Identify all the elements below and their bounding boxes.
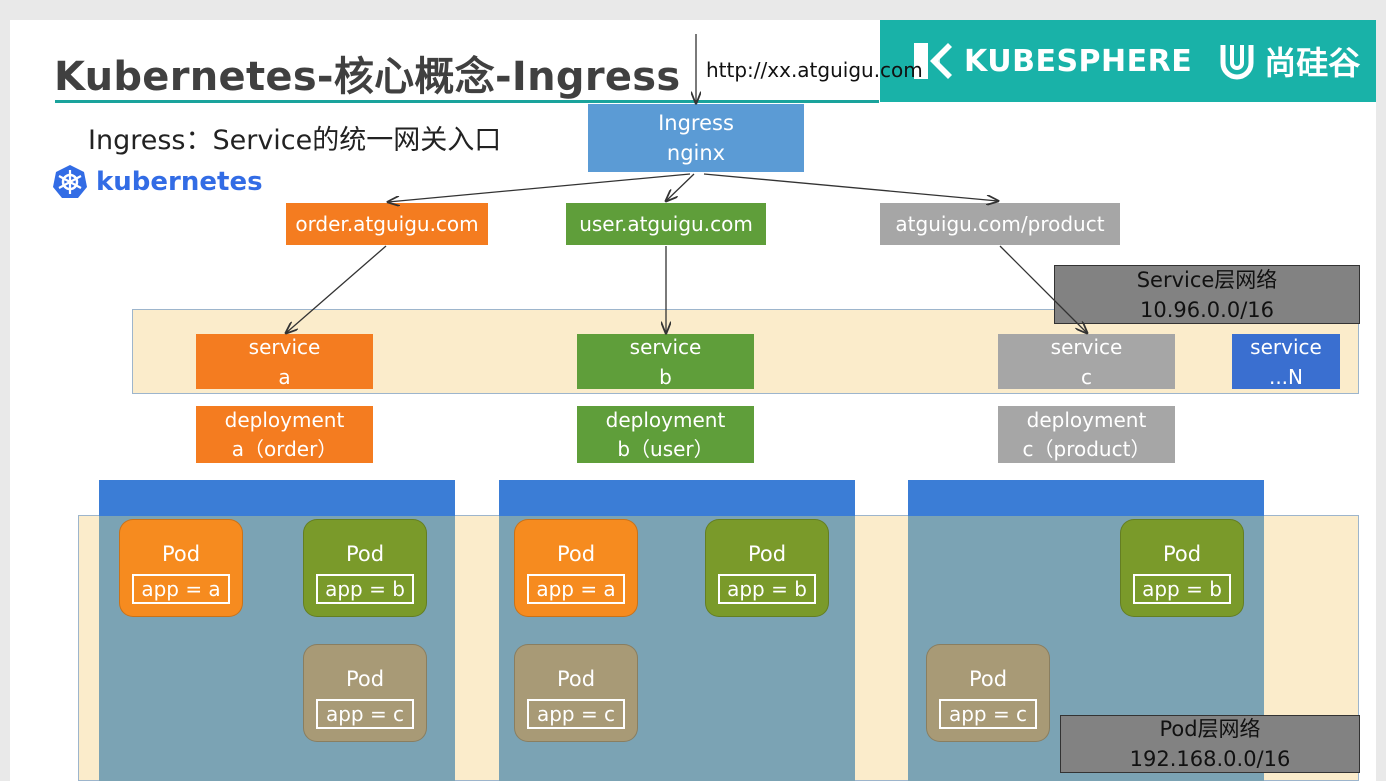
service-n-name: ...N — [1268, 364, 1304, 389]
pod-c: Pod app = c — [514, 644, 638, 742]
deployment-c: deployment c（product） — [998, 406, 1175, 463]
title-underline — [55, 100, 879, 103]
pod-name: Pod — [556, 667, 596, 691]
pod-b: Pod app = b — [705, 519, 829, 617]
sgg-brand-text: 尚硅谷 — [1264, 44, 1361, 82]
deployment-c-type: deployment — [1026, 407, 1147, 432]
pod-label: app = b — [1133, 574, 1231, 604]
kubernetes-text: kubernetes — [96, 167, 263, 197]
kubernetes-logo: kubernetes — [52, 164, 263, 200]
service-network-label: Service层网络 10.96.0.0/16 — [1054, 265, 1360, 324]
service-network-title: Service层网络 — [1136, 267, 1278, 292]
deployment-b-name: b（user） — [617, 436, 714, 461]
pod-label: app = a — [132, 574, 230, 604]
service-n: service ...N — [1232, 334, 1340, 389]
pod-name: Pod — [1162, 542, 1202, 566]
brand-banner: KUBESPHERE 尚硅谷 — [880, 20, 1376, 102]
pod-name: Pod — [747, 542, 787, 566]
ingress-nginx-box: Ingress nginx — [588, 104, 804, 172]
pod-network-label: Pod层网络 192.168.0.0/16 — [1060, 715, 1360, 773]
pod-label: app = b — [316, 574, 414, 604]
pod-name: Pod — [345, 542, 385, 566]
page-title: Kubernetes-核心概念-Ingress — [54, 54, 681, 100]
pod-c: Pod app = c — [303, 644, 427, 742]
pod-label: app = c — [939, 699, 1037, 729]
pod-name: Pod — [556, 542, 596, 566]
pod-label: app = b — [718, 574, 816, 604]
entry-url: http://xx.atguigu.com — [706, 58, 923, 82]
service-b-type: service — [629, 334, 702, 359]
kubernetes-helm-icon — [52, 164, 88, 200]
service-a-name: a — [278, 364, 291, 389]
pod-b: Pod app = b — [1120, 519, 1244, 617]
deployment-b-type: deployment — [605, 407, 726, 432]
subtitle: Ingress：Service的统一网关入口 — [88, 125, 502, 156]
pod-b: Pod app = b — [303, 519, 427, 617]
ingress-impl-label: nginx — [666, 141, 726, 165]
pod-a: Pod app = a — [119, 519, 243, 617]
pod-name: Pod — [161, 542, 201, 566]
node-2-header — [499, 480, 855, 516]
service-network-cidr: 10.96.0.0/16 — [1140, 297, 1274, 322]
pod-label: app = a — [527, 574, 625, 604]
service-c-type: service — [1050, 334, 1123, 359]
pod-c: Pod app = c — [926, 644, 1050, 742]
service-b: service b — [577, 334, 754, 389]
service-a: service a — [196, 334, 373, 389]
sgg-logo-icon — [1218, 41, 1256, 81]
service-c-name: c — [1081, 364, 1092, 389]
ingress-label: Ingress — [658, 111, 734, 135]
pod-label: app = c — [527, 699, 625, 729]
service-n-type: service — [1250, 334, 1322, 359]
pod-label: app = c — [316, 699, 414, 729]
kubesphere-brand-text: KUBESPHERE — [964, 43, 1193, 79]
route-product: atguigu.com/product — [880, 203, 1120, 245]
service-b-name: b — [659, 364, 672, 389]
deployment-a-type: deployment — [224, 407, 345, 432]
pod-network-cidr: 192.168.0.0/16 — [1129, 747, 1291, 771]
deployment-a-name: a（order） — [231, 436, 338, 461]
kubesphere-logo-icon — [910, 39, 954, 83]
node-1-header — [99, 480, 455, 516]
pod-name: Pod — [345, 667, 385, 691]
pod-name: Pod — [968, 667, 1008, 691]
service-c: service c — [998, 334, 1175, 389]
deployment-c-name: c（product） — [1022, 436, 1151, 461]
node-3-header — [908, 480, 1264, 516]
pod-a: Pod app = a — [514, 519, 638, 617]
deployment-b: deployment b（user） — [577, 406, 754, 463]
route-user: user.atguigu.com — [566, 203, 766, 245]
pod-network-title: Pod层网络 — [1159, 717, 1261, 741]
deployment-a: deployment a（order） — [196, 406, 373, 463]
route-order: order.atguigu.com — [286, 203, 488, 245]
service-a-type: service — [248, 334, 321, 359]
